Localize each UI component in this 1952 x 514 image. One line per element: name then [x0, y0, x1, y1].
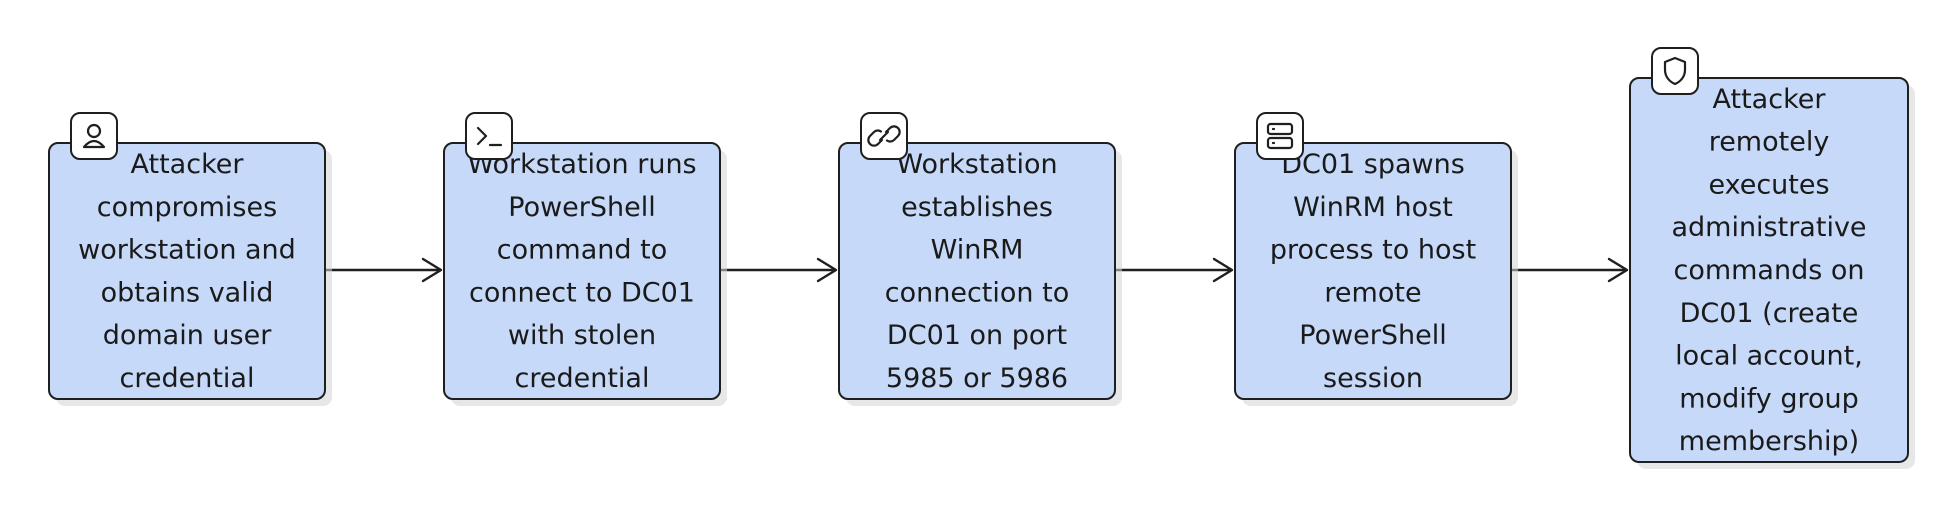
- edge-step2-to-step3: [720, 257, 838, 283]
- node-label-line: commands on: [1673, 255, 1864, 286]
- node-label-line: domain user: [103, 320, 272, 351]
- node-label-line: obtains valid: [101, 277, 274, 308]
- node-label-line: WinRM host: [1293, 191, 1453, 222]
- icon-badge: [70, 112, 118, 160]
- edge-step4-to-step5: [1511, 257, 1629, 283]
- node-label-line: administrative: [1671, 212, 1866, 243]
- user-icon: [82, 123, 106, 149]
- icon-badge: [860, 112, 908, 160]
- node-label-line: modify group: [1679, 383, 1858, 414]
- node-label-line: workstation and: [78, 234, 296, 265]
- node-label-line: PowerShell: [508, 191, 656, 222]
- server-icon: [1266, 122, 1294, 150]
- node-label: Attacker compromises workstation and obtain…: [78, 149, 296, 394]
- icon-badge: [1651, 47, 1699, 95]
- node-label-line: session: [1323, 363, 1423, 394]
- node-label-line: WinRM: [931, 234, 1024, 265]
- icon-badge-frame: [1256, 112, 1304, 160]
- node-label-line: establishes: [901, 191, 1053, 222]
- node-step1: Attacker compromises workstation and obtain…: [48, 112, 332, 406]
- node-step5: Attacker remotely executes administrative co…: [1629, 47, 1915, 469]
- node-label-line: membership): [1679, 426, 1859, 457]
- node-label-line: remote: [1324, 277, 1421, 308]
- arrowhead: [1212, 257, 1234, 283]
- node-label-line: local account,: [1675, 340, 1863, 371]
- edge-step1-to-step2: [325, 257, 443, 283]
- node-label-line: DC01 (create: [1680, 297, 1859, 328]
- node-box: [1629, 77, 1909, 463]
- node-label-line: credential: [515, 363, 650, 394]
- icon-badge-frame: [465, 112, 513, 160]
- node-label-line: connection to: [885, 277, 1069, 308]
- node-label-line: Attacker: [131, 149, 245, 180]
- node-label-line: credential: [120, 363, 255, 394]
- node-label-line: process to host: [1270, 234, 1476, 265]
- arrowhead: [421, 257, 443, 283]
- arrowhead: [816, 257, 838, 283]
- arrowhead: [1607, 257, 1629, 283]
- link-icon: [867, 125, 901, 147]
- node-label: Attacker remotely executes administrative co…: [1671, 83, 1866, 456]
- shield-icon: [1663, 56, 1687, 86]
- node-label-line: DC01 spawns: [1281, 149, 1465, 180]
- terminal-icon: [476, 126, 503, 147]
- edge-step3-to-step4: [1115, 257, 1234, 283]
- node-label-line: PowerShell: [1299, 320, 1447, 351]
- node-box: [838, 142, 1116, 400]
- node-box: [48, 142, 326, 400]
- node-label-line: with stolen: [508, 320, 656, 351]
- icon-badge-frame: [1651, 47, 1699, 95]
- icon-badge: [465, 112, 513, 160]
- node-label-line: connect to DC01: [469, 277, 695, 308]
- node-box: [1234, 142, 1512, 400]
- node-label-line: compromises: [97, 191, 277, 222]
- node-label-line: executes: [1708, 169, 1829, 200]
- icon-badge: [1256, 112, 1304, 160]
- node-label-line: 5985 or 5986: [886, 363, 1068, 394]
- node-label-line: command to: [497, 234, 667, 265]
- node-label-line: DC01 on port: [887, 320, 1067, 351]
- node-label-line: Attacker: [1713, 83, 1827, 114]
- node-label-line: remotely: [1709, 126, 1830, 157]
- node-label-line: Workstation: [896, 149, 1057, 180]
- node-box: [443, 142, 721, 400]
